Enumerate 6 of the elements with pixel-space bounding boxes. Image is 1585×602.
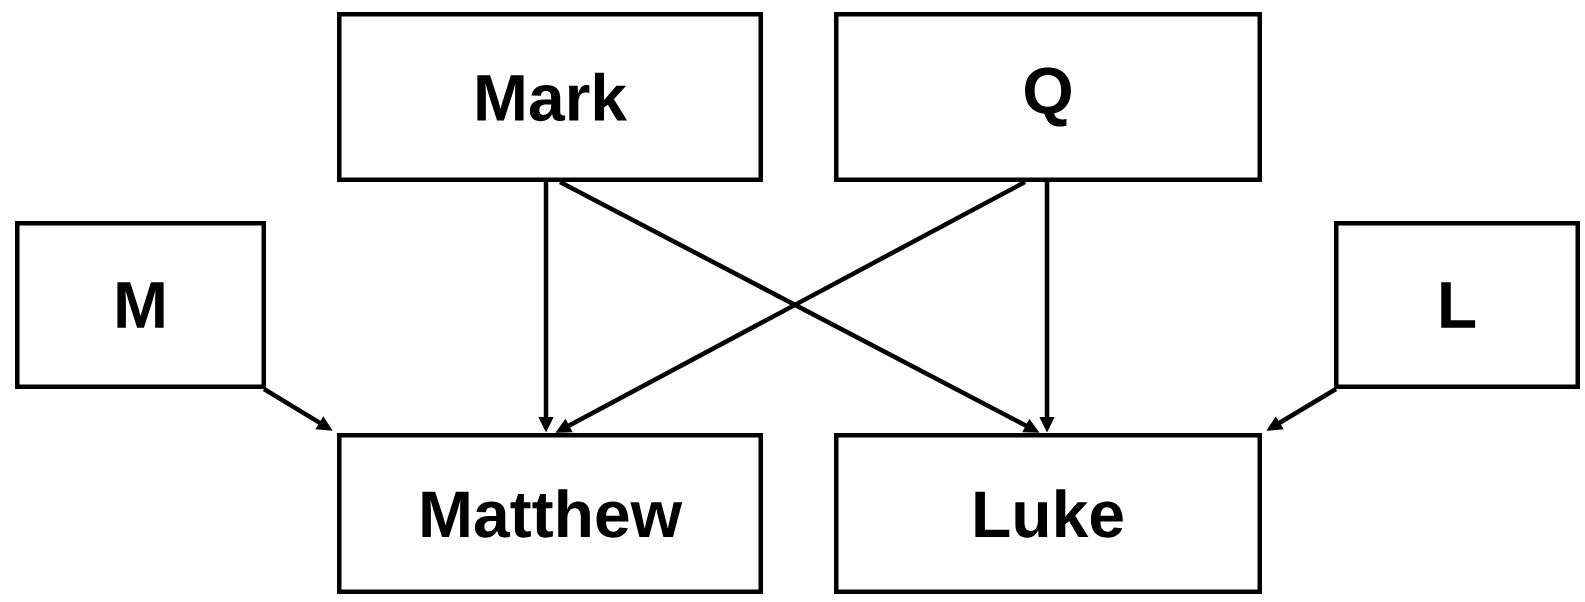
text-box: Matthew: [337, 433, 763, 594]
text-box: L: [1334, 221, 1580, 389]
text-box: Mark: [337, 12, 763, 182]
text-box: Luke: [834, 433, 1262, 594]
text-box: M: [15, 221, 266, 389]
text-box: Q: [834, 12, 1262, 182]
